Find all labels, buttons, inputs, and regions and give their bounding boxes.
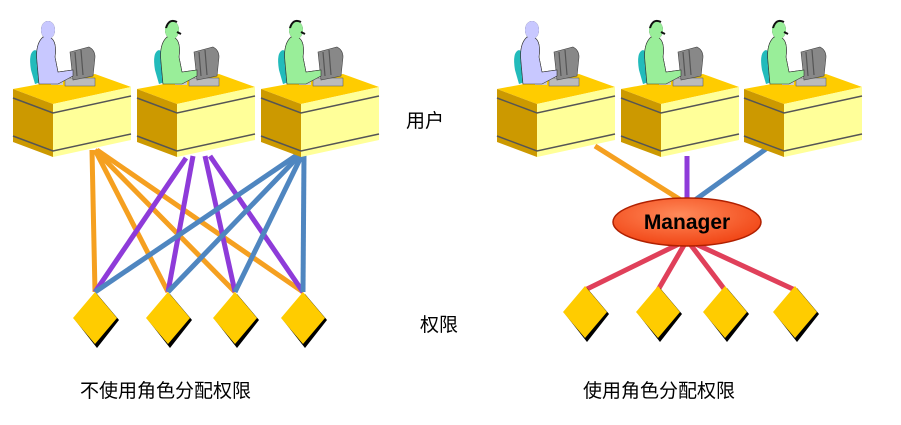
right-caption: 使用角色分配权限 (583, 380, 736, 402)
permission-link (232, 153, 305, 294)
permission-link (93, 148, 237, 294)
manager-role-ellipse (612, 197, 762, 247)
permission-diamond-right-1 (563, 286, 609, 342)
permission-link (166, 153, 302, 294)
manager-label: Manager (644, 211, 730, 234)
permissions-label: 权限 (420, 314, 459, 336)
permission-link (300, 154, 307, 293)
permission-link (207, 154, 306, 294)
permission-link (93, 152, 299, 295)
users-label: 用户 (406, 110, 445, 132)
user-workstation-left-1 (12, 20, 132, 158)
permission-diamond-left-2 (146, 292, 192, 348)
user-workstation-left-3 (260, 19, 380, 158)
user-workstation-right-3 (743, 19, 863, 158)
lavender-person-icon (41, 21, 55, 39)
permission-diamond-left-4 (281, 292, 327, 348)
lavender-person-icon (525, 21, 539, 39)
permission-link (202, 155, 238, 293)
green-person-headset-icon (289, 21, 303, 39)
green-person-headset-icon (165, 21, 179, 39)
permission-diamond-right-3 (703, 286, 749, 342)
permission-link (89, 149, 98, 293)
manager-permission-link (685, 237, 797, 293)
permission-diamond-left-3 (213, 292, 259, 348)
manager-permission-link (685, 238, 727, 292)
permission-diamond-right-2 (636, 286, 682, 342)
user-workstation-right-2 (620, 19, 740, 158)
permission-link (92, 156, 189, 294)
user-manager-link (593, 143, 686, 205)
user-workstation-right-1 (496, 20, 616, 158)
green-person-headset-icon (772, 21, 786, 39)
permission-link (92, 148, 171, 294)
green-person-headset-icon (649, 21, 663, 39)
manager-permission-link (583, 237, 689, 293)
permission-diamond-right-4 (773, 286, 819, 342)
user-manager-link (693, 143, 772, 203)
manager-permission-link (655, 238, 690, 292)
permission-link (165, 155, 196, 293)
permission-diamond-left-1 (73, 292, 119, 348)
left-caption: 不使用角色分配权限 (80, 380, 252, 402)
user-workstation-left-2 (136, 19, 256, 158)
